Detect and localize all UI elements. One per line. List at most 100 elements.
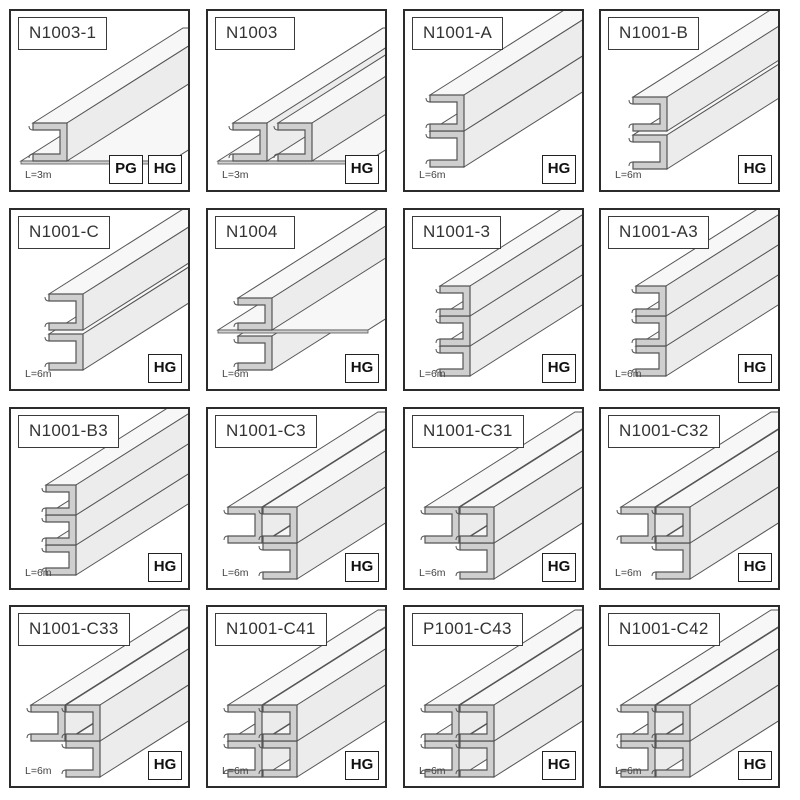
profile-drawing — [216, 27, 385, 165]
product-profile-image — [425, 11, 582, 168]
finish-badges: HG — [345, 751, 379, 780]
product-code: N1001-C32 — [608, 415, 720, 448]
finish-badge: HG — [148, 354, 182, 383]
finish-badges: HG — [738, 751, 772, 780]
profile-drawing — [425, 11, 582, 168]
profile-drawing — [420, 609, 582, 778]
profile-drawing — [616, 609, 778, 778]
product-code: N1001-B — [608, 17, 700, 50]
length-label: L=6m — [25, 368, 52, 380]
finish-badges: HG — [738, 354, 772, 383]
profile-drawing — [216, 210, 385, 371]
length-label: L=6m — [615, 567, 642, 579]
length-label: L=6m — [25, 567, 52, 579]
finish-badges: HG — [148, 751, 182, 780]
finish-badge: HG — [345, 751, 379, 780]
product-profile-image — [420, 411, 582, 580]
product-code: N1001-C41 — [215, 613, 327, 646]
finish-badge: HG — [738, 553, 772, 582]
finish-badges: HG — [542, 553, 576, 582]
finish-badges: HG — [738, 155, 772, 184]
profile-drawing — [41, 409, 188, 576]
product-profile-image — [26, 609, 188, 778]
length-label: L=3m — [25, 169, 52, 181]
finish-badges: HG — [148, 553, 182, 582]
finish-badges: HG — [345, 155, 379, 184]
profile-drawing — [19, 27, 188, 165]
product-profile-image — [44, 210, 188, 371]
profile-drawing — [26, 609, 188, 778]
profile-drawing — [223, 411, 385, 580]
product-card[interactable]: N1001-C L=6m HG — [9, 208, 190, 391]
product-code: N1001-B3 — [18, 415, 119, 448]
length-label: L=6m — [419, 567, 446, 579]
product-profile-image — [216, 210, 385, 371]
finish-badge: HG — [542, 354, 576, 383]
length-label: L=6m — [615, 368, 642, 380]
product-code: N1003-1 — [18, 17, 108, 50]
product-code: N1001-C42 — [608, 613, 720, 646]
finish-badges: HG — [738, 553, 772, 582]
profile-drawing — [435, 210, 582, 377]
finish-badges: HG — [542, 751, 576, 780]
product-profile-image — [616, 609, 778, 778]
product-code: P1001-C43 — [412, 613, 523, 646]
product-profile-image — [616, 411, 778, 580]
length-label: L=6m — [419, 169, 446, 181]
finish-badges: HG — [345, 553, 379, 582]
length-label: L=6m — [222, 765, 249, 777]
length-label: L=6m — [222, 368, 249, 380]
finish-badge: HG — [345, 354, 379, 383]
profile-drawing — [616, 411, 778, 580]
profile-drawing — [44, 210, 188, 371]
product-code: N1004 — [215, 216, 295, 249]
product-profile-image — [223, 609, 385, 778]
product-card[interactable]: N1001-A L=6m HG — [403, 9, 584, 192]
length-label: L=6m — [222, 567, 249, 579]
finish-badge: HG — [738, 751, 772, 780]
product-code: N1001-3 — [412, 216, 502, 249]
finish-badge: HG — [345, 553, 379, 582]
finish-badges: HG — [345, 354, 379, 383]
length-label: L=6m — [615, 765, 642, 777]
finish-badge: HG — [148, 155, 182, 184]
finish-badges: HG — [542, 155, 576, 184]
finish-badge: HG — [542, 553, 576, 582]
product-profile-image — [41, 409, 188, 576]
finish-badge: HG — [738, 354, 772, 383]
product-profile-image — [216, 27, 385, 165]
product-code: N1001-C — [18, 216, 111, 249]
finish-badge: HG — [542, 751, 576, 780]
length-label: L=6m — [25, 765, 52, 777]
length-label: L=6m — [419, 368, 446, 380]
product-profile-image — [628, 11, 778, 170]
product-code: N1001-A3 — [608, 216, 709, 249]
product-profile-image — [19, 27, 188, 165]
length-label: L=6m — [419, 765, 446, 777]
product-profile-image — [223, 411, 385, 580]
product-profile-image — [420, 609, 582, 778]
finish-badge: HG — [148, 751, 182, 780]
profile-drawing — [628, 11, 778, 170]
finish-badge: HG — [738, 155, 772, 184]
finish-badge: PG — [109, 155, 143, 184]
product-code: N1001-A — [412, 17, 504, 50]
profile-drawing — [223, 609, 385, 778]
finish-badges: HG — [542, 354, 576, 383]
